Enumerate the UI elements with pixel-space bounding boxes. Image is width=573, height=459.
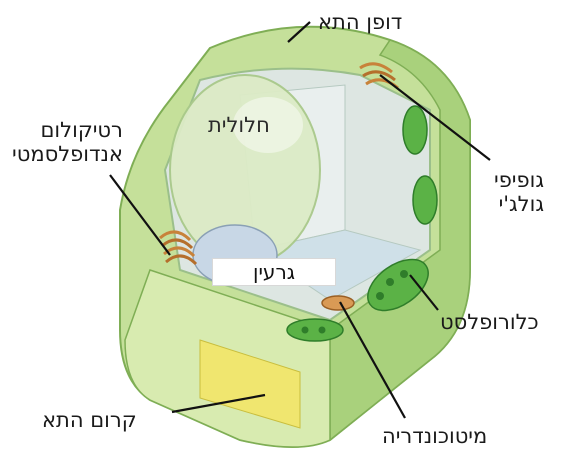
label-golgi-line1: גופיפי — [494, 168, 544, 192]
label-er: רטיקולום אנדופלסמטי — [12, 118, 123, 166]
label-chloroplast: כלורופלסט — [440, 310, 539, 334]
label-er-line1: רטיקולום — [12, 118, 123, 142]
label-cell-membrane: קרום התא — [42, 408, 137, 432]
label-nucleus: גרעין — [212, 258, 336, 286]
label-golgi: גופיפי גולג'י — [494, 168, 544, 216]
label-er-line2: אנדופלסמטי — [12, 142, 123, 166]
mitochondria-shape — [322, 296, 354, 310]
label-golgi-line2: גולג'י — [494, 192, 544, 216]
label-cell-wall: דופן התא — [318, 10, 402, 34]
label-mitochondria: מיטוכונדריה — [382, 424, 487, 448]
label-vacuole: חלולית — [208, 113, 270, 137]
